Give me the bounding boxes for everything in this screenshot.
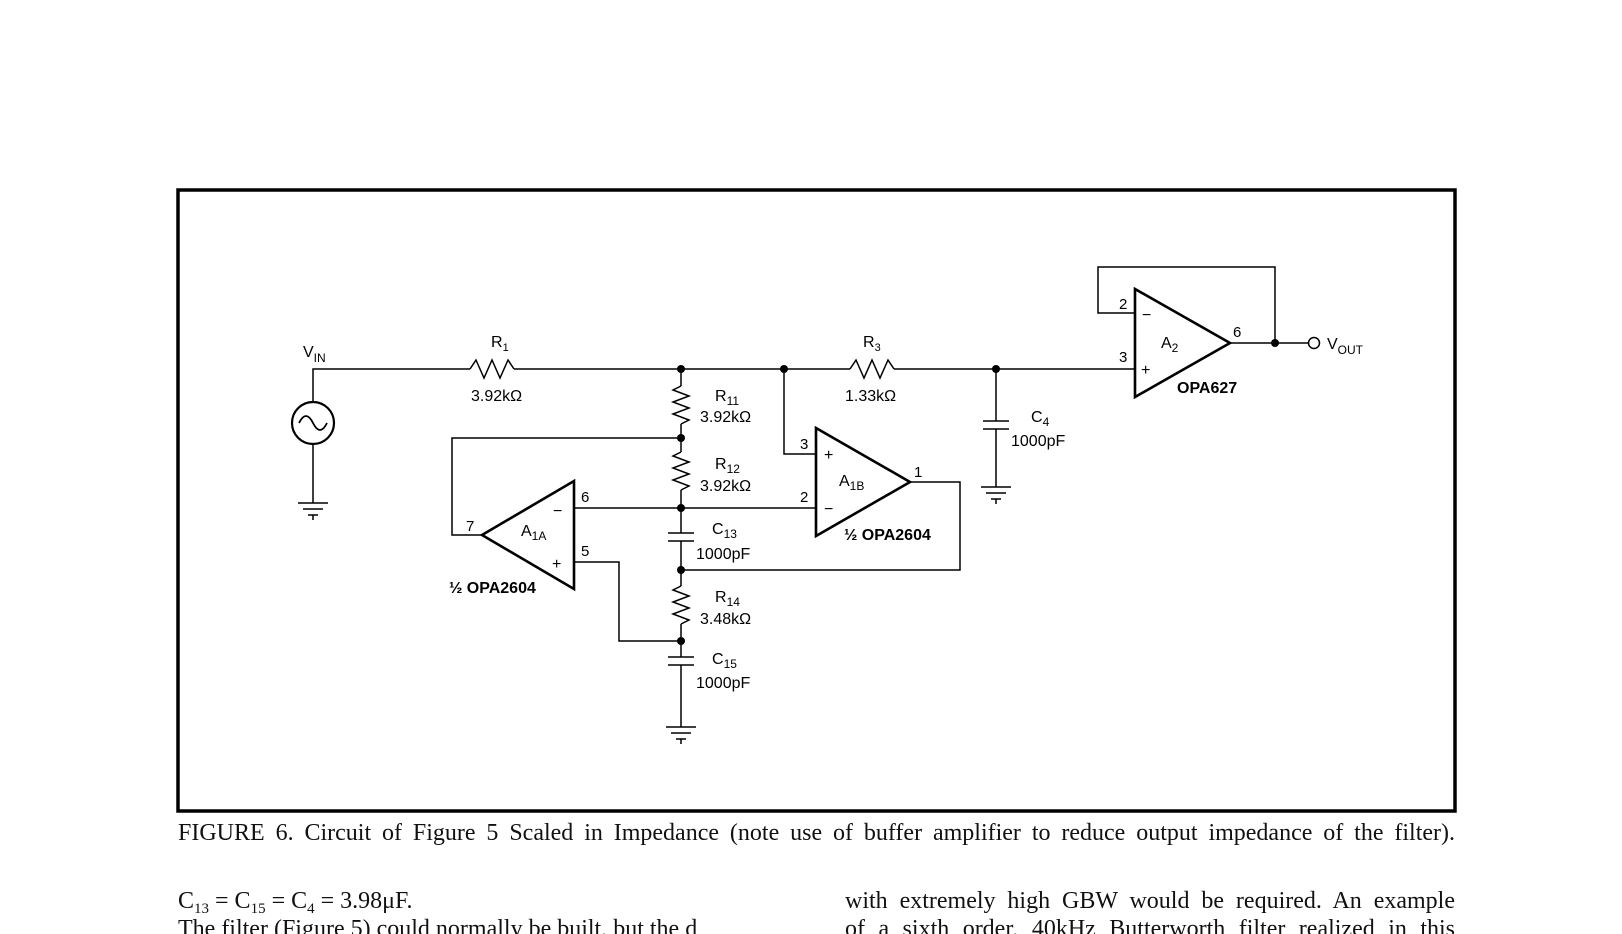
pin-a2-out: 6 (1233, 324, 1241, 341)
sign-a1a-plus: + (552, 556, 561, 573)
junction-dot-out (1271, 339, 1279, 347)
resistor-r12 (670, 451, 692, 491)
value-c13: 1000pF (696, 546, 750, 563)
resistor-r3 (849, 358, 895, 380)
body-text-right: with extremely high GBW would be require… (845, 887, 1455, 934)
body-text-right-line2: of a sixth order, 40kHz Butterworth filt… (845, 916, 1455, 934)
label-r1: R1 (491, 334, 509, 354)
capacitor-c13 (668, 532, 694, 542)
wire-a1b-out (681, 481, 961, 571)
label-r3: R3 (863, 334, 881, 354)
label-vout: VOUT (1327, 336, 1364, 357)
value-r1: 3.92kΩ (471, 388, 522, 405)
opamp-a1b (814, 425, 913, 539)
body-text-left-line1: C13 = C15 = C4 = 3.98μF. (178, 888, 413, 917)
sign-a2-minus: − (1142, 307, 1151, 324)
wire-vin (312, 368, 470, 402)
label-c13: C13 (712, 521, 737, 541)
capacitor-c4 (983, 420, 1009, 430)
pin-a2-noninv: 3 (1119, 349, 1127, 366)
wire-a1b-noninv (783, 369, 816, 455)
pin-a2-inv: 2 (1119, 296, 1127, 313)
figure-frame (176, 188, 1457, 813)
part-a1b: ½ OPA2604 (844, 527, 931, 544)
resistor-r1 (469, 358, 515, 380)
capacitor-c15 (668, 656, 694, 666)
value-r11: 3.92kΩ (700, 409, 751, 426)
pin-a1b-out: 1 (914, 464, 922, 481)
label-vin: VIN (303, 344, 326, 365)
label-r12: R12 (715, 456, 740, 476)
label-c4: C4 (1031, 409, 1050, 429)
pin-a1b-noninv: 3 (800, 436, 808, 453)
opamp-a1a (479, 478, 576, 592)
value-r3: 1.33kΩ (845, 388, 896, 405)
label-a1a: A1A (521, 523, 546, 543)
value-r12: 3.92kΩ (700, 478, 751, 495)
value-c15: 1000pF (696, 675, 750, 692)
sign-a1b-plus: + (824, 447, 833, 464)
sign-a1b-minus: − (824, 501, 833, 518)
output-terminal (1307, 336, 1321, 350)
label-r14: R14 (715, 589, 740, 609)
ground-symbol-source (298, 502, 328, 520)
sign-a2-plus: + (1141, 362, 1150, 379)
label-a2: A2 (1161, 335, 1179, 355)
label-c15: C15 (712, 651, 737, 671)
label-a1b: A1B (839, 473, 864, 493)
wire-a1a-noninv (574, 561, 681, 642)
resistor-r11 (670, 385, 692, 425)
figure-caption: FIGURE 6. Circuit of Figure 5 Scaled in … (178, 820, 1455, 846)
opamp-a2 (1133, 286, 1233, 400)
resistor-r14 (670, 585, 692, 625)
pin-a1a-noninv: 5 (581, 543, 589, 560)
body-text-left-line2: The filter (Figure 5) could normally be … (178, 916, 698, 934)
label-r11: R11 (715, 388, 739, 408)
pin-a1a-out: 7 (466, 518, 474, 535)
part-a2: OPA627 (1177, 380, 1237, 397)
sign-a1a-minus: − (553, 503, 562, 520)
wire-a1a-feedback (451, 437, 681, 536)
value-c4: 1000pF (1011, 433, 1065, 450)
part-a1a: ½ OPA2604 (449, 580, 536, 597)
body-text-right-line1: with extremely high GBW would be require… (845, 888, 1455, 914)
pin-a1a-inv: 6 (581, 489, 589, 506)
ground-symbol-ladder (666, 726, 696, 744)
wire-a2-feedback (1097, 266, 1276, 343)
body-text-left: C13 = C15 = C4 = 3.98μF. The filter (Fig… (178, 887, 788, 934)
pin-a1b-inv: 2 (800, 489, 808, 506)
ground-symbol-c4 (981, 486, 1011, 504)
value-r14: 3.48kΩ (700, 611, 751, 628)
voltage-source (290, 400, 336, 446)
